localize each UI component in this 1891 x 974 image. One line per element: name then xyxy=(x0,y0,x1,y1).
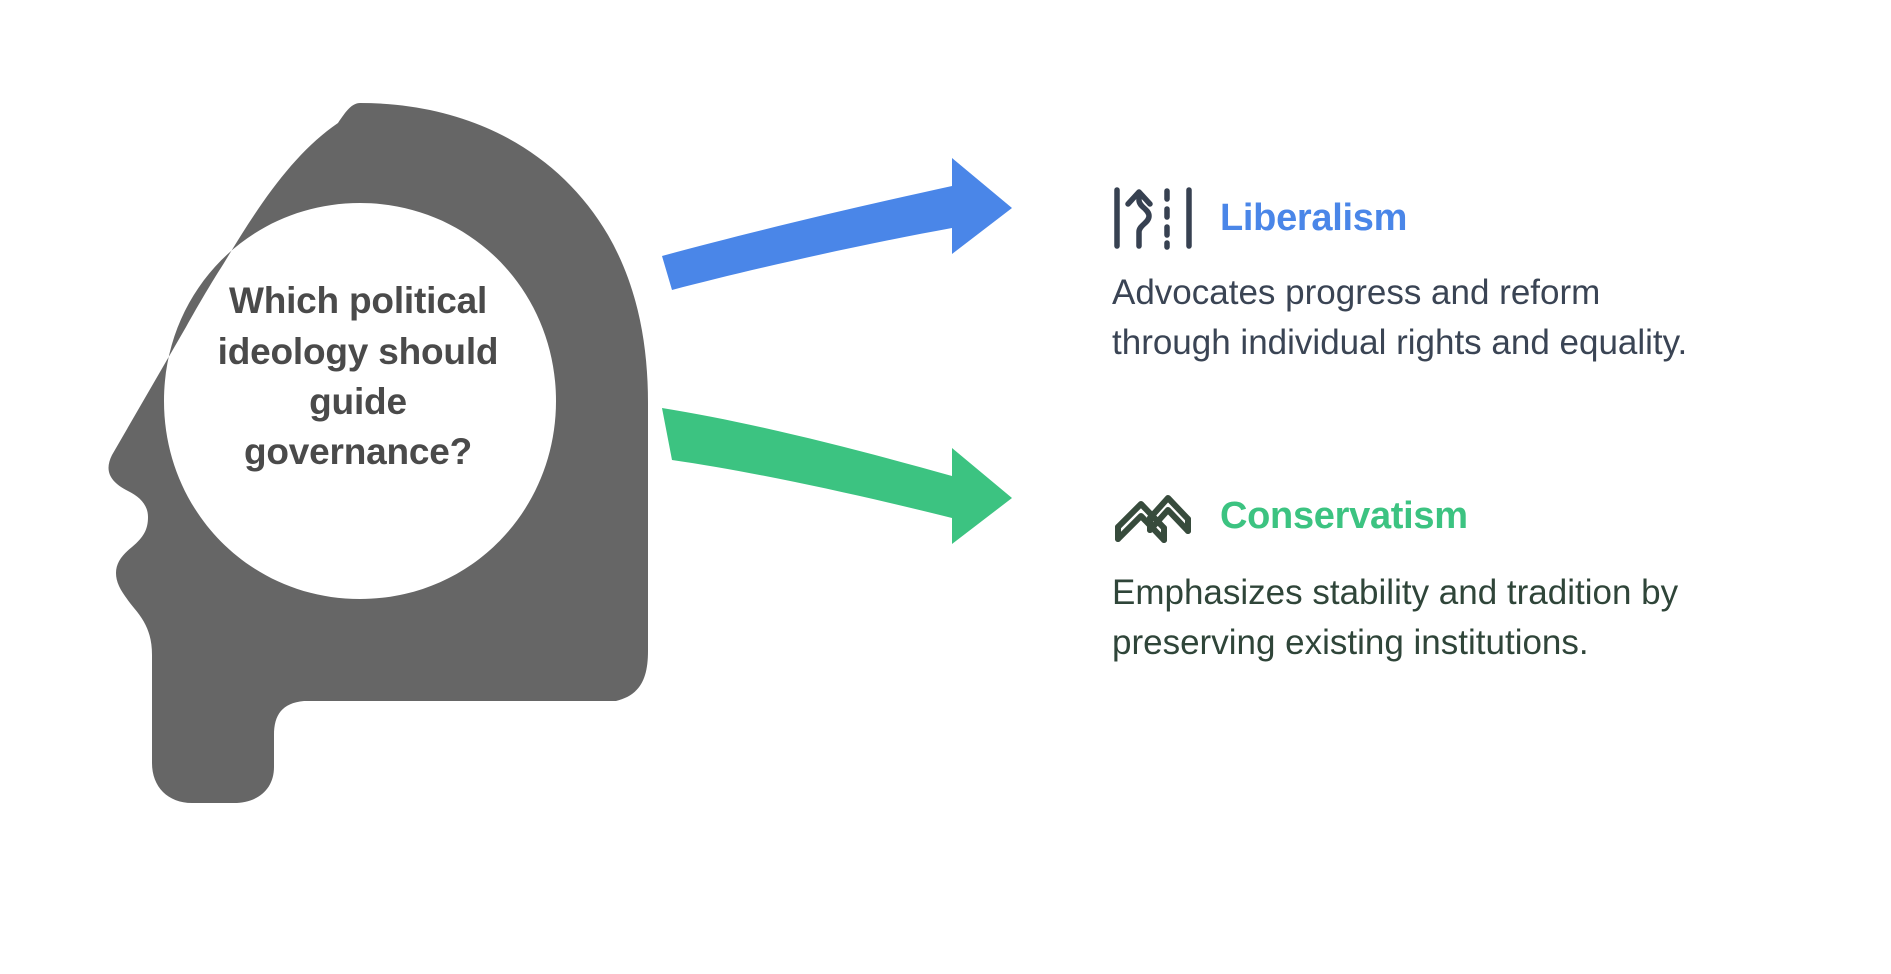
branch-liberalism-header: Liberalism xyxy=(1112,182,1752,254)
head-profile-silhouette-icon xyxy=(108,103,648,803)
question-label: Which political ideology should guide go… xyxy=(217,280,499,473)
arrow-to-liberalism xyxy=(662,158,1012,290)
question-head-figure: Which political ideology should guide go… xyxy=(60,95,670,855)
branch-liberalism[interactable]: Liberalism Advocates progress and reform… xyxy=(1112,182,1752,367)
branch-conservatism-title: Conservatism xyxy=(1220,494,1468,537)
branch-conservatism-description: Emphasizes stability and tradition by pr… xyxy=(1112,573,1679,662)
road-lane-winding-arrow-icon xyxy=(1112,182,1198,254)
branch-arrows xyxy=(662,158,1012,544)
branch-conservatism[interactable]: Conservatism Emphasizes stability and tr… xyxy=(1112,480,1752,667)
branch-conservatism-header: Conservatism xyxy=(1112,480,1752,552)
branch-liberalism-description: Advocates progress and reform through in… xyxy=(1112,273,1688,362)
double-chevron-mountain-icon xyxy=(1112,480,1198,552)
arrow-to-conservatism xyxy=(662,408,1012,544)
branch-liberalism-title: Liberalism xyxy=(1220,196,1408,239)
